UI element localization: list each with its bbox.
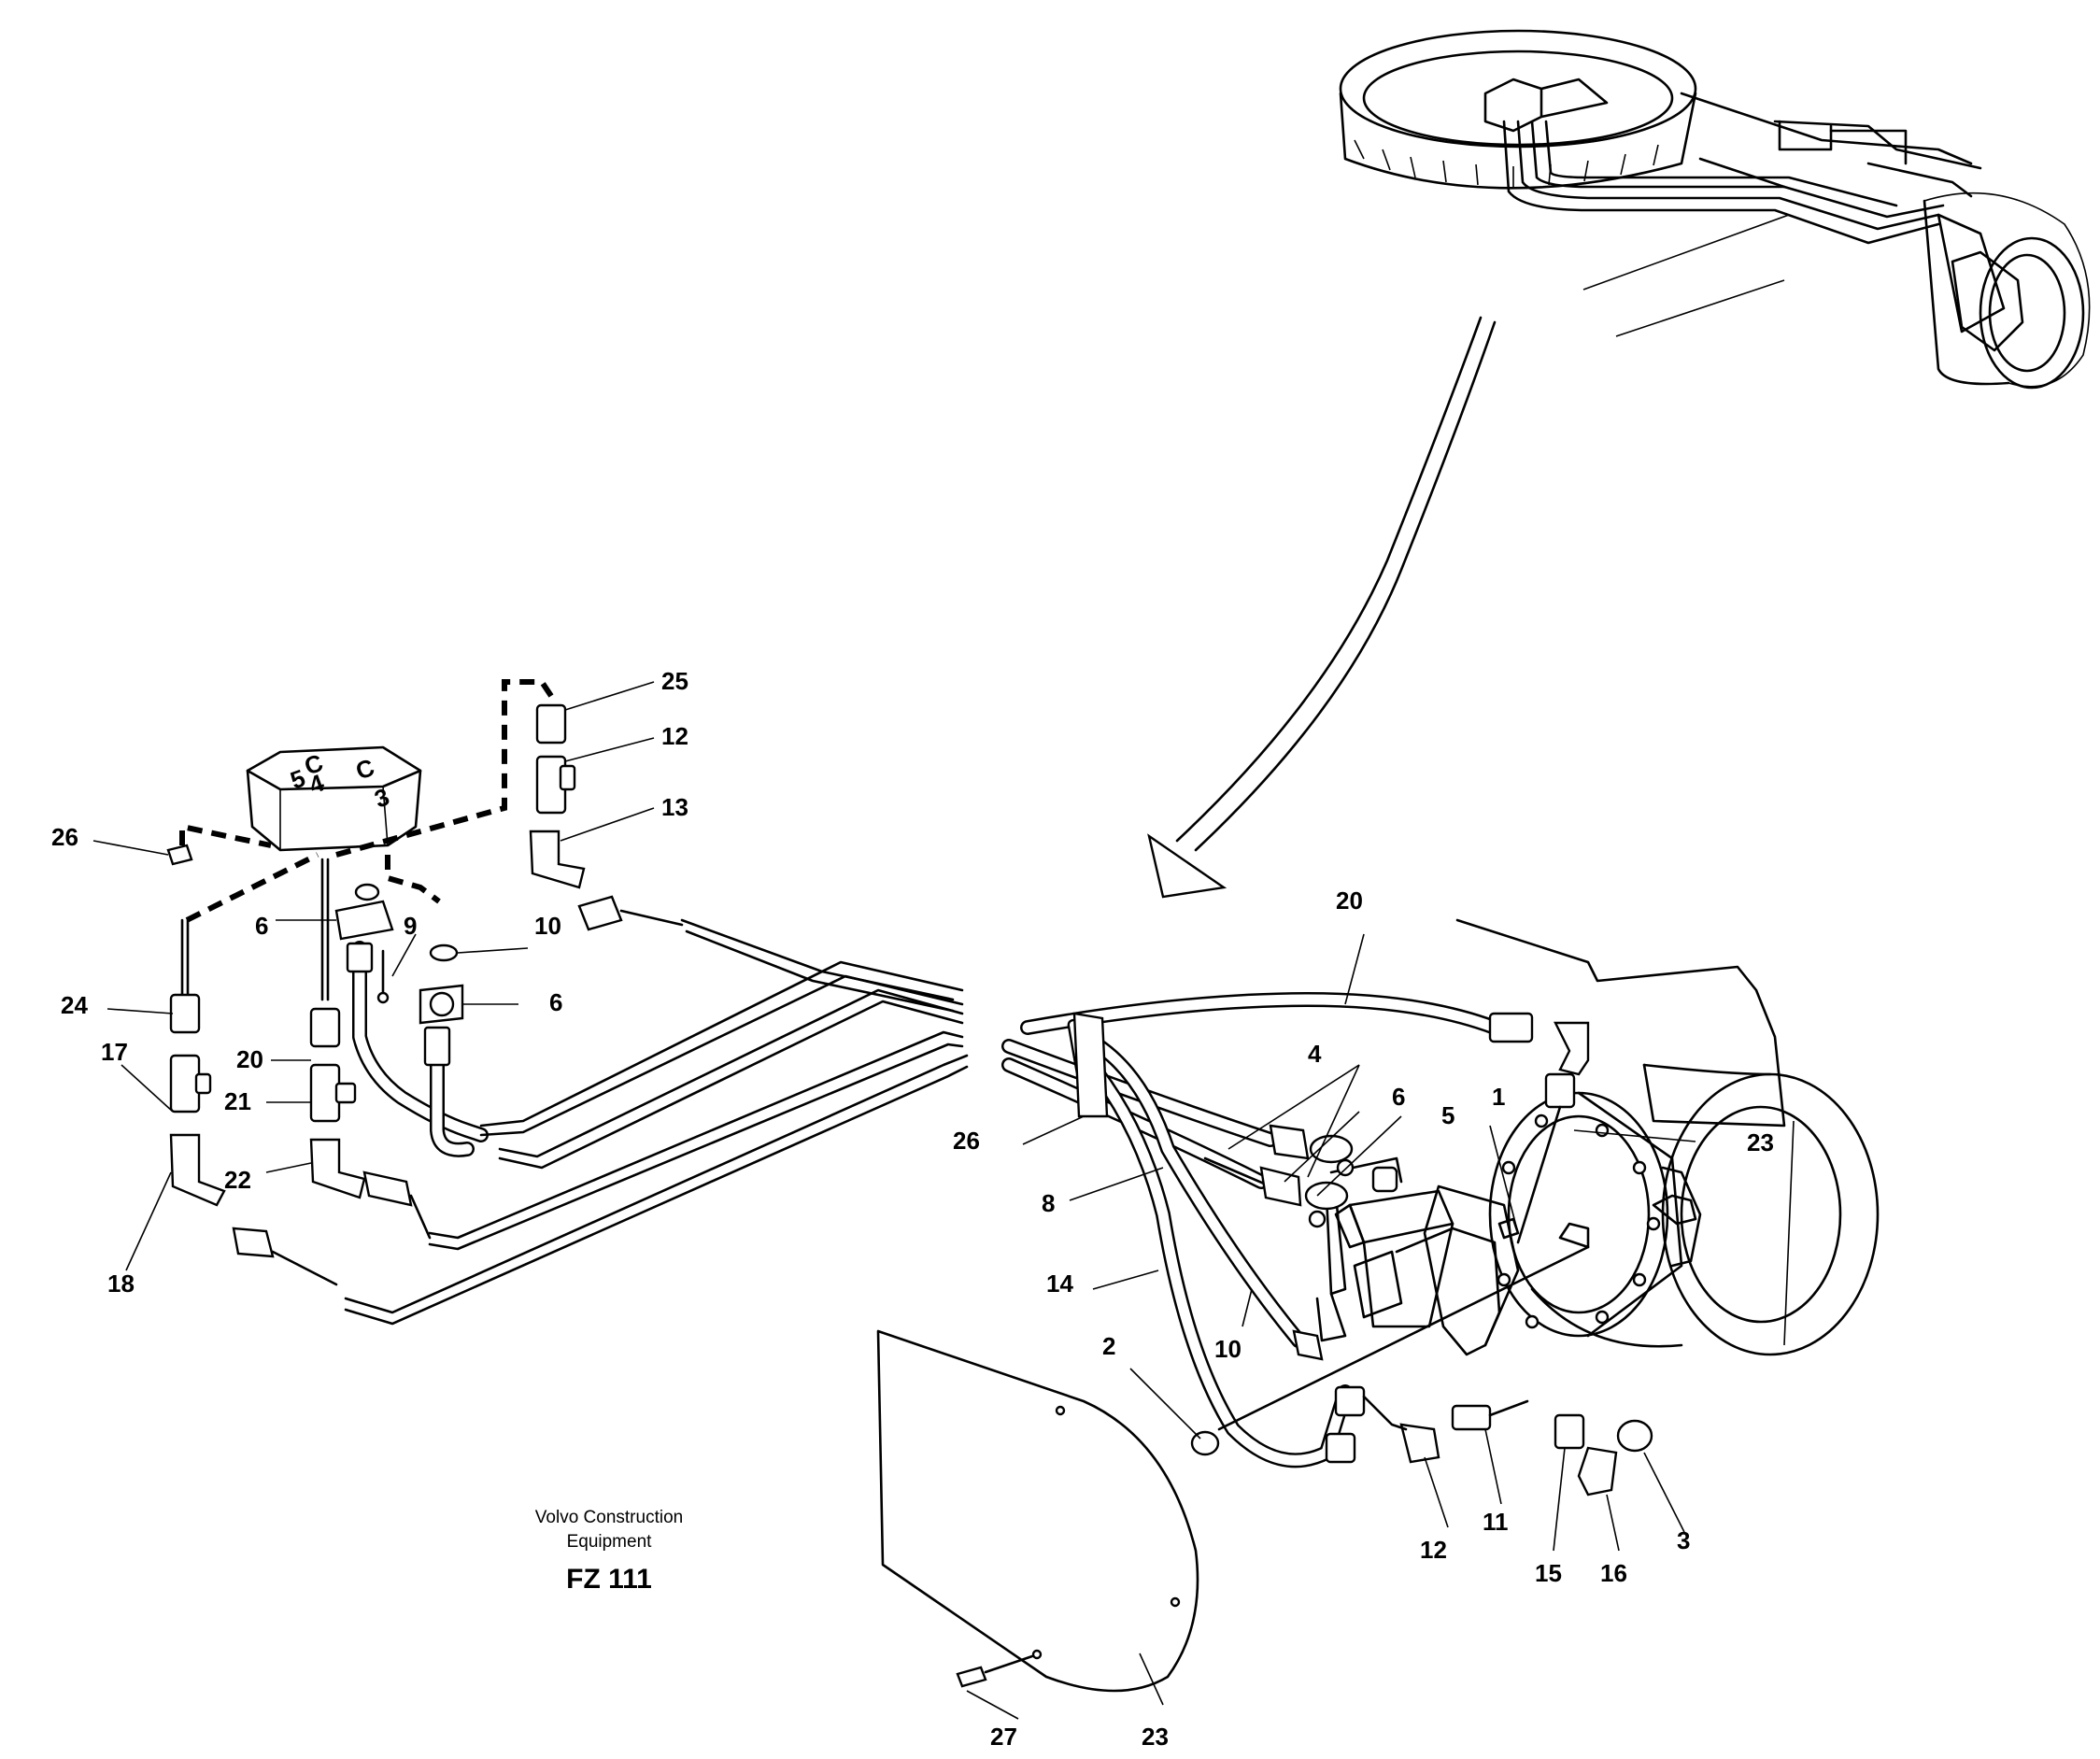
callout-28: 25 [661, 667, 688, 695]
callout-labels: 26 24 17 18 25 12 13 6 9 10 6 20 21 22 2… [51, 667, 1774, 1751]
svg-text:C: C [352, 753, 378, 786]
callout-18: 18 [107, 1270, 135, 1298]
oil-tank: 5 4 C 3 C [246, 745, 422, 852]
callout-6-lower: 6 [549, 988, 562, 1016]
tank-pipes [180, 858, 330, 1001]
callout-7: 8 [1042, 1189, 1055, 1217]
fittings-right [1072, 1012, 1653, 1497]
callout-11: 11 [1483, 1508, 1509, 1536]
callout-12-upper: 12 [661, 722, 688, 750]
callout-29: 26 [51, 823, 78, 851]
caption: Volvo Construction Equipment FZ 111 [535, 1508, 683, 1595]
callout-3: 3 [1677, 1526, 1690, 1554]
callout-12-lower: 12 [1420, 1536, 1447, 1564]
dashed-lines [179, 679, 554, 923]
callout-21: 20 [236, 1045, 263, 1073]
callout-10: 10 [1214, 1335, 1242, 1363]
callout-19: 20 [1336, 887, 1363, 915]
callout-23: 22 [224, 1166, 251, 1194]
callout-22: 21 [224, 1087, 251, 1115]
bolt-26 [956, 1649, 1043, 1688]
callout-5: 5 [1441, 1101, 1454, 1129]
callout-8: 9 [404, 912, 417, 940]
svg-text:3: 3 [371, 782, 393, 813]
overview-inset [1339, 29, 2091, 390]
callout-26: 27 [990, 1723, 1017, 1751]
callout-4: 4 [1308, 1040, 1322, 1068]
callout-15: 15 [1535, 1559, 1562, 1587]
callout-16: 16 [1600, 1559, 1627, 1587]
callout-24: 26 [953, 1127, 980, 1155]
tank-hoses [352, 941, 489, 1157]
callout-27: 24 [61, 991, 88, 1019]
caption-line2: Equipment [567, 1532, 653, 1552]
callout-1: 1 [1492, 1083, 1505, 1111]
callout-6-motor: 6 [1392, 1083, 1405, 1111]
diagram-code: FZ 111 [566, 1564, 652, 1595]
travel-motor [1315, 918, 1880, 1356]
callout-25: 23 [1142, 1723, 1169, 1751]
pipe-bundle [344, 918, 969, 1326]
callout-2: 2 [1102, 1332, 1115, 1360]
callout-6-tank: 6 [255, 912, 268, 940]
callout-17: 17 [101, 1038, 128, 1066]
callout-20: 23 [1747, 1128, 1774, 1156]
callout-13: 13 [661, 793, 688, 821]
callout-14: 14 [1046, 1270, 1073, 1298]
leader-lines [92, 681, 1696, 1720]
cover-plate [876, 1329, 1199, 1693]
svg-text:C: C [301, 748, 327, 781]
callout-9: 10 [534, 912, 561, 940]
zoom-arrow [1147, 316, 1497, 899]
background-outline [1456, 919, 1795, 1346]
caption-line1: Volvo Construction [535, 1508, 683, 1527]
fittings-left [166, 703, 684, 1286]
